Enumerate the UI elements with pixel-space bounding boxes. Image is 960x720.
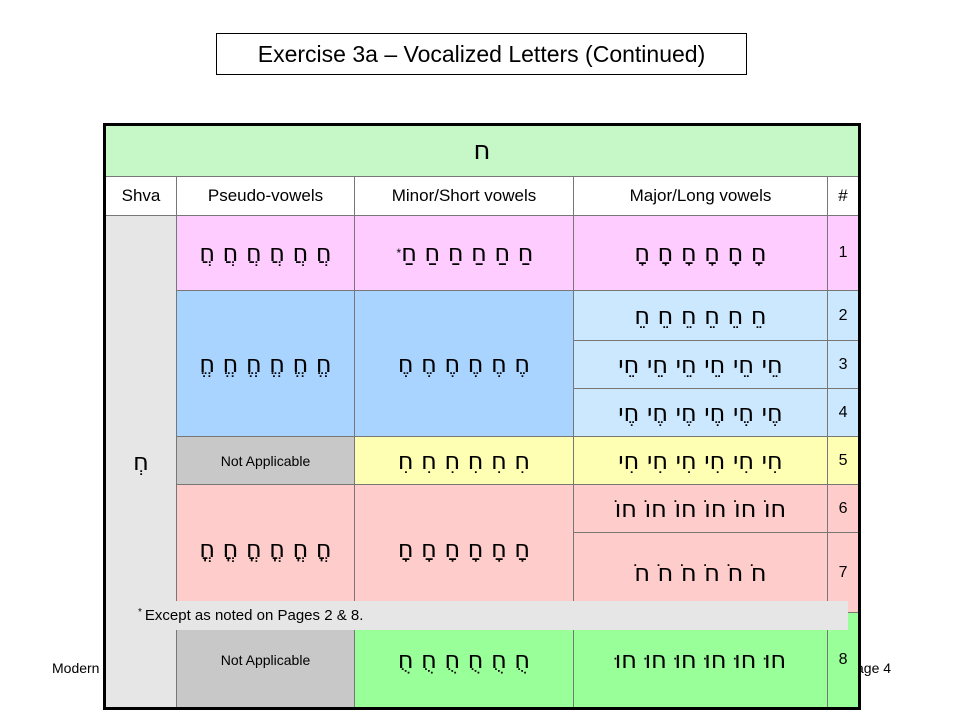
asterisk-mark: * [396,246,402,260]
footer-left-text: Modern [52,660,100,676]
col-header-minor: Minor/Short vowels [354,176,574,216]
table-row: חְ חֲ חֲ חֲ חֲ חֲ חֲ חַ חַ חַ חַ חַ חַ * … [104,215,861,709]
col-header-major: Major/Long vowels [573,176,828,216]
row-number-5: 5 [826,436,861,485]
row-number-3: 3 [826,340,861,389]
minor-cell-6: חָ חָ חָ חָ חָ חָ [354,484,574,613]
minor-cell-2: חֶ חֶ חֶ חֶ חֶ חֶ [354,290,574,437]
table-header-row: Shva Pseudo-vowels Minor/Short vowels Ma… [104,176,861,216]
pseudo-cell-2: חֱ חֱ חֱ חֱ חֱ חֱ [176,290,355,437]
shva-cell: חְ [104,215,177,709]
row-number-1: 1 [826,215,861,291]
table-row: חֳ חֳ חֳ חֳ חֳ חֳ חָ חָ חָ חָ חָ חָ חוֹ … [105,484,861,613]
major-cell-6: חוֹ חוֹ חוֹ חוֹ חוֹ חוֹ [573,484,828,533]
table-row: חֵי חֵי חֵי חֵי חֵי חֵי 3 [105,340,861,389]
page-title: Exercise 3a – Vocalized Letters (Continu… [216,33,747,75]
row-number-4: 4 [826,388,861,437]
table-row: חֱ חֱ חֱ חֱ חֱ חֱ חֶ חֶ חֶ חֶ חֶ חֶ חֵ ח… [105,290,861,437]
table-row: חֶי חֶי חֶי חֶי חֶי חֶי 4 [105,388,861,437]
footer-page-number: age 4 [856,660,892,676]
footnote-asterisk: * [138,607,142,618]
table-letter-header: ח [103,124,861,177]
minor-text-1: חַ חַ חַ חַ חַ חַ [401,239,534,267]
table-row: חֹ חֹ חֹ חֹ חֹ חֹ 7 [105,532,861,613]
col-header-shva: Shva [104,176,177,216]
col-header-pseudo: Pseudo-vowels [176,176,355,216]
major-cell-4: חֶי חֶי חֶי חֶי חֶי חֶי [573,388,828,437]
major-cell-5: חִי חִי חִי חִי חִי חִי [573,436,828,485]
footnote-bar: * Except as noted on Pages 2 & 8. [130,601,848,630]
row-number-2: 2 [826,290,861,341]
major-cell-7: חֹ חֹ חֹ חֹ חֹ חֹ [573,532,828,613]
col-header-number: # [826,176,861,216]
major-cell-1: חָ חָ חָ חָ חָ חָ [573,215,828,291]
row-number-6: 6 [826,484,861,533]
pseudo-cell-5: Not Applicable [176,436,355,485]
vocalized-letters-table: ח Shva Pseudo-vowels Minor/Short vowels … [103,123,862,710]
table-row: Not Applicable חִ חִ חִ חִ חִ חִ חִי חִי… [105,436,861,485]
minor-cell-5: חִ חִ חִ חִ חִ חִ [354,436,574,485]
pseudo-cell-6: חֳ חֳ חֳ חֳ חֳ חֳ [176,484,355,613]
table-letter-row: ח [103,124,861,177]
minor-cell-1: חַ חַ חַ חַ חַ חַ* [354,215,574,291]
footnote-text: Except as noted on Pages 2 & 8. [144,607,364,624]
major-cell-2: חֵ חֵ חֵ חֵ חֵ חֵ [573,290,828,341]
major-cell-3: חֵי חֵי חֵי חֵי חֵי חֵי [573,340,828,389]
pseudo-cell-1: חֲ חֲ חֲ חֲ חֲ חֲ [176,215,355,291]
